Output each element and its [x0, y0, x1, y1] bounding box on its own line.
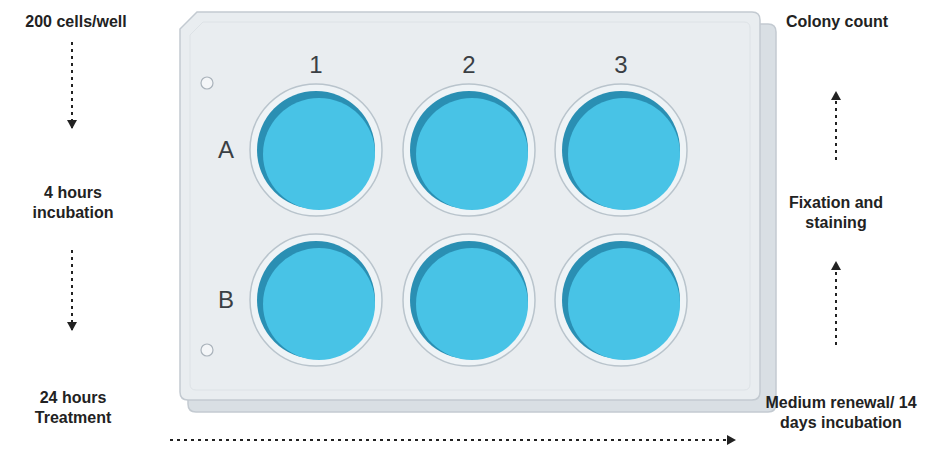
well-medium: [416, 98, 528, 210]
column-number: 1: [309, 51, 322, 79]
well-wall: [562, 241, 680, 359]
row-letter: A: [218, 136, 234, 164]
step-label: 200 cells/well: [6, 12, 146, 32]
step-label: 4 hours incubation: [17, 183, 129, 223]
well-rim: [403, 234, 535, 366]
column-number: 2: [462, 51, 475, 79]
well-medium: [263, 98, 375, 210]
well-medium: [568, 248, 680, 360]
well-plate: 1 2 3A B: [180, 12, 760, 400]
step-label: Colony count: [772, 12, 902, 32]
well-rim: [555, 84, 687, 216]
well-rim: [250, 234, 382, 366]
row-letter: B: [218, 286, 234, 314]
well-wall: [562, 91, 680, 209]
well-rim: [250, 84, 382, 216]
well-medium: [568, 98, 680, 210]
column-number: 3: [614, 51, 627, 79]
well-rim: [555, 234, 687, 366]
well-wall: [410, 91, 528, 209]
step-label: 24 hours Treatment: [17, 388, 129, 428]
well: [250, 84, 382, 216]
well: [403, 234, 535, 366]
well: [250, 234, 382, 366]
well-wall: [257, 91, 375, 209]
well-wall: [257, 241, 375, 359]
well: [403, 84, 535, 216]
well-wall: [410, 241, 528, 359]
step-label: Medium renewal/ 14 days incubation: [750, 393, 932, 433]
well: [555, 84, 687, 216]
well-medium: [263, 248, 375, 360]
well-rim: [403, 84, 535, 216]
well-medium: [416, 248, 528, 360]
step-label: Fixation and staining: [778, 193, 894, 233]
well: [555, 234, 687, 366]
